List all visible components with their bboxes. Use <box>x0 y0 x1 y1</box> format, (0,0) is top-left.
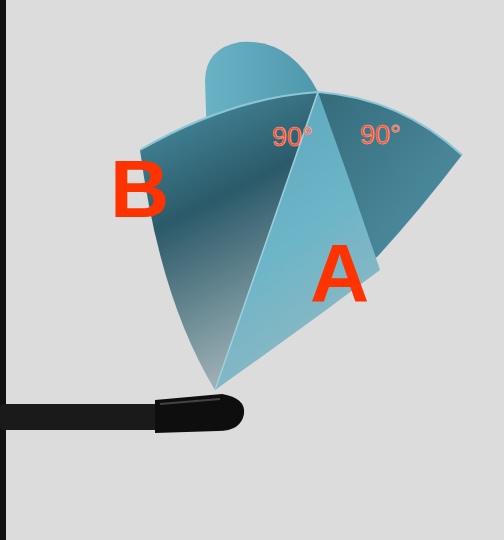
panel-a <box>215 92 380 390</box>
support-rod <box>0 404 175 430</box>
angle-label: 90° <box>360 122 401 149</box>
rim-edge <box>140 92 462 155</box>
edge-strip <box>0 0 6 540</box>
connector-highlight <box>160 399 220 404</box>
part-letter: B <box>110 148 169 230</box>
connector <box>155 394 244 433</box>
ridge-line <box>215 92 318 390</box>
angle-label: 90° <box>272 124 313 151</box>
part-letter: A <box>310 232 369 314</box>
